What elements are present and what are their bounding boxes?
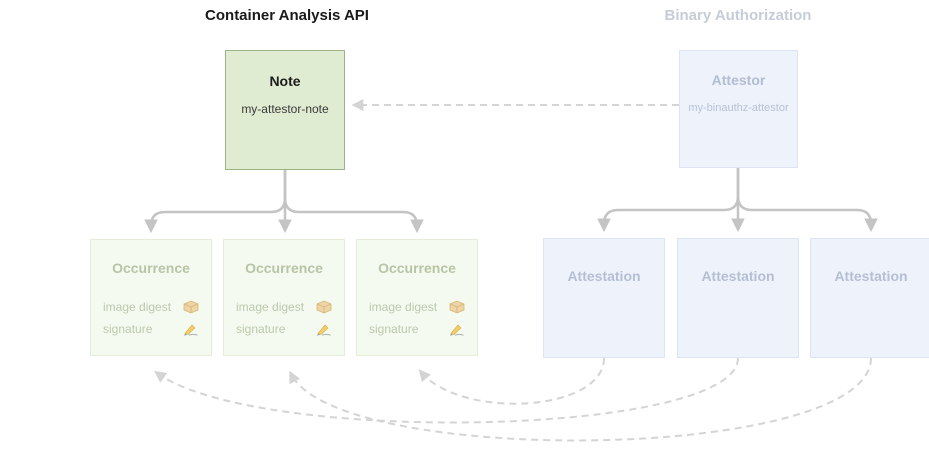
signature-icon <box>316 322 332 336</box>
note-to-occurrence-3-arrow <box>283 170 424 234</box>
signature-label: signature <box>369 322 419 336</box>
attestation-title: Attestation <box>834 268 908 284</box>
signature-icon <box>449 322 465 336</box>
package-icon <box>183 300 199 314</box>
signature-field: signature <box>369 322 465 336</box>
package-icon <box>449 300 465 314</box>
occurrence-title: Occurrence <box>112 260 190 276</box>
note-title: Note <box>269 73 301 89</box>
attestation-1-to-occurrence-3-arrow <box>418 357 605 405</box>
image-digest-field: image digest <box>236 300 332 314</box>
signature-label: signature <box>236 322 286 336</box>
attestor-name: my-binauthz-attestor <box>688 102 789 114</box>
attestation-3-to-occurrence-2-arrow <box>289 357 872 442</box>
attestor-to-attestation-3-arrow <box>736 168 878 233</box>
signature-field: signature <box>103 322 199 336</box>
attestor-to-attestation-1-arrow <box>597 168 740 233</box>
package-icon <box>316 300 332 314</box>
note-name: my-attestor-note <box>241 102 329 116</box>
attestation-box-1: Attestation <box>543 238 665 358</box>
occurrence-box-3: Occurrence image digest signature <box>356 239 478 356</box>
occurrence-title: Occurrence <box>245 260 323 276</box>
attestation-title: Attestation <box>567 268 641 284</box>
image-digest-label: image digest <box>369 300 438 314</box>
attestor-box: Attestor my-binauthz-attestor <box>679 50 798 168</box>
attestation-title: Attestation <box>701 268 775 284</box>
signature-label: signature <box>103 322 153 336</box>
image-digest-label: image digest <box>236 300 305 314</box>
attestation-box-3: Attestation <box>810 238 929 358</box>
attestation-box-2: Attestation <box>677 238 799 358</box>
attestation-2-to-occurrence-1-arrow <box>154 357 739 424</box>
note-box: Note my-attestor-note <box>225 50 345 170</box>
signature-field: signature <box>236 322 332 336</box>
attestor-title: Attestor <box>711 72 766 88</box>
note-to-occurrence-1-arrow <box>144 170 287 234</box>
image-digest-label: image digest <box>103 300 172 314</box>
occurrence-title: Occurrence <box>378 260 456 276</box>
image-digest-field: image digest <box>103 300 199 314</box>
container-analysis-api-title: Container Analysis API <box>205 7 369 24</box>
occurrence-box-2: Occurrence image digest signature <box>223 239 345 356</box>
binary-authorization-title: Binary Authorization <box>664 7 812 24</box>
image-digest-field: image digest <box>369 300 465 314</box>
occurrence-box-1: Occurrence image digest signature <box>90 239 212 356</box>
signature-icon <box>183 322 199 336</box>
